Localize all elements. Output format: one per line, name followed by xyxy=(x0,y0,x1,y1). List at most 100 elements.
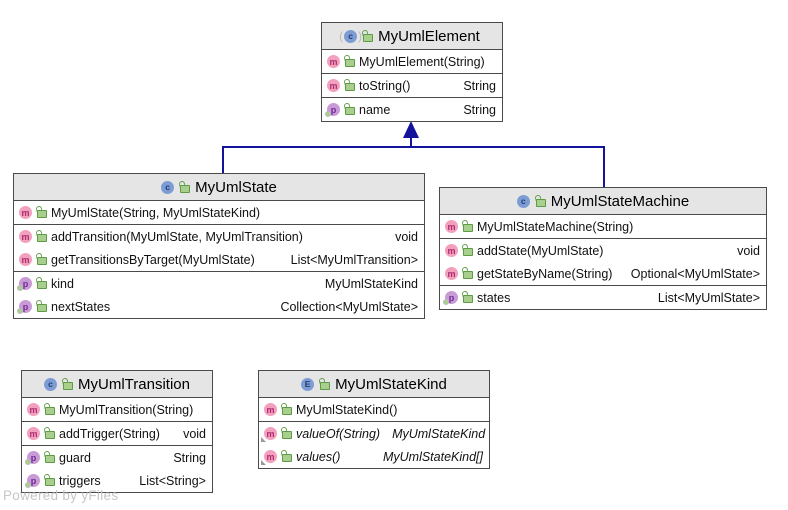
methods-compartment: m addState(MyUmlState) void m getStateBy… xyxy=(440,239,766,286)
inheritance-edge-horizontal[interactable] xyxy=(222,146,604,148)
public-lock-icon xyxy=(462,291,473,304)
member-row[interactable]: m MyUmlElement(String) xyxy=(322,50,502,73)
member-label: valueOf(String) xyxy=(296,426,381,441)
class-header[interactable]: E MyUmlStateKind xyxy=(259,371,489,398)
public-lock-icon xyxy=(319,378,331,391)
class-box-myumlstatekind[interactable]: E MyUmlStateKind m MyUmlStateKind() m va… xyxy=(258,370,490,469)
public-lock-icon xyxy=(44,403,55,416)
member-label: states xyxy=(477,290,511,305)
method-icon: m xyxy=(327,79,340,92)
member-type: Optional<MyUmlState> xyxy=(630,266,760,281)
static-method-icon: m xyxy=(261,450,277,465)
member-label: guard xyxy=(59,450,91,465)
public-lock-icon xyxy=(362,30,374,43)
class-title: MyUmlState xyxy=(195,178,277,196)
member-label: MyUmlStateMachine(String) xyxy=(477,219,634,234)
properties-compartment: p states List<MyUmlState> xyxy=(440,286,766,309)
member-label: addTransition(MyUmlState, MyUmlTransitio… xyxy=(51,229,303,244)
constructor-compartment: m MyUmlStateKind() xyxy=(259,398,489,422)
property-icon: p xyxy=(17,300,32,314)
member-row[interactable]: m addState(MyUmlState) void xyxy=(440,239,766,262)
member-row[interactable]: p name String xyxy=(322,98,502,121)
class-header[interactable]: c MyUmlTransition xyxy=(22,371,212,398)
member-row[interactable]: m addTrigger(String) void xyxy=(22,422,212,445)
member-row[interactable]: m getStateByName(String) Optional<MyUmlS… xyxy=(440,262,766,285)
member-label: MyUmlElement(String) xyxy=(359,54,485,69)
class-box-myumlelement[interactable]: c MyUmlElement m MyUmlElement(String) m … xyxy=(321,22,503,122)
class-header[interactable]: c MyUmlState xyxy=(14,174,424,201)
public-lock-icon xyxy=(62,378,74,391)
public-lock-icon xyxy=(44,427,55,440)
public-lock-icon xyxy=(462,244,473,257)
member-type: MyUmlStateKind xyxy=(392,426,486,441)
class-header[interactable]: c MyUmlElement xyxy=(322,23,502,50)
member-row[interactable]: m MyUmlState(String, MyUmlStateKind) xyxy=(14,201,424,224)
properties-compartment: p kind MyUmlStateKind p nextStates Colle… xyxy=(14,272,424,318)
member-label: getTransitionsByTarget(MyUmlState) xyxy=(51,252,255,267)
member-type: Collection<MyUmlState> xyxy=(280,299,418,314)
member-row[interactable]: p states List<MyUmlState> xyxy=(440,286,766,309)
class-box-myumlstate[interactable]: c MyUmlState m MyUmlState(String, MyUmlS… xyxy=(13,173,425,319)
powered-by-yfiles-link[interactable]: Powered by yFiles xyxy=(3,488,119,503)
public-lock-icon xyxy=(281,427,292,440)
member-row[interactable]: m MyUmlStateMachine(String) xyxy=(440,215,766,238)
member-type: List<String> xyxy=(139,473,206,488)
member-type: List<MyUmlTransition> xyxy=(290,252,418,267)
methods-compartment: m addTransition(MyUmlState, MyUmlTransit… xyxy=(14,225,424,272)
member-type: String xyxy=(173,450,206,465)
inheritance-edge-stem[interactable] xyxy=(410,138,412,147)
public-lock-icon xyxy=(535,195,546,208)
member-label: values() xyxy=(296,449,341,464)
public-lock-icon xyxy=(344,55,355,68)
methods-compartment: m toString() String xyxy=(322,74,502,98)
class-header[interactable]: c MyUmlStateMachine xyxy=(440,188,766,215)
public-lock-icon xyxy=(344,103,355,116)
member-row[interactable]: p guard String xyxy=(22,446,212,469)
member-label: MyUmlTransition(String) xyxy=(59,402,194,417)
static-method-icon: m xyxy=(261,427,277,442)
member-label: addState(MyUmlState) xyxy=(477,243,604,258)
member-row[interactable]: p nextStates Collection<MyUmlState> xyxy=(14,295,424,318)
constructor-compartment: m MyUmlTransition(String) xyxy=(22,398,212,422)
method-icon: m xyxy=(445,244,458,257)
member-type: MyUmlStateKind[] xyxy=(382,449,483,464)
class-icon: c xyxy=(44,377,58,391)
member-row[interactable]: p kind MyUmlStateKind xyxy=(14,272,424,295)
member-row[interactable]: m MyUmlTransition(String) xyxy=(22,398,212,421)
method-icon: m xyxy=(27,403,40,416)
public-lock-icon xyxy=(36,206,47,219)
inheritance-edge-state-vertical[interactable] xyxy=(222,146,224,173)
methods-compartment: m addTrigger(String) void xyxy=(22,422,212,446)
member-row[interactable]: m toString() String xyxy=(322,74,502,97)
method-icon: m xyxy=(327,55,340,68)
properties-compartment: p guard String p triggers List<String> xyxy=(22,446,212,492)
member-type: List<MyUmlState> xyxy=(657,290,760,305)
public-lock-icon xyxy=(44,451,55,464)
member-row[interactable]: m getTransitionsByTarget(MyUmlState) Lis… xyxy=(14,248,424,271)
constructor-compartment: m MyUmlStateMachine(String) xyxy=(440,215,766,239)
member-type: void xyxy=(737,243,760,258)
public-lock-icon xyxy=(36,300,47,313)
class-title: MyUmlStateKind xyxy=(335,375,447,393)
class-icon: c xyxy=(516,194,530,208)
inheritance-arrowhead-icon[interactable] xyxy=(403,121,419,138)
public-lock-icon xyxy=(36,253,47,266)
member-label: name xyxy=(359,102,391,117)
member-row[interactable]: m values() MyUmlStateKind[] xyxy=(259,445,489,468)
member-row[interactable]: m addTransition(MyUmlState, MyUmlTransit… xyxy=(14,225,424,248)
class-title: MyUmlTransition xyxy=(78,375,190,393)
class-box-myumltransition[interactable]: c MyUmlTransition m MyUmlTransition(Stri… xyxy=(21,370,213,493)
member-label: nextStates xyxy=(51,299,111,314)
member-row[interactable]: m MyUmlStateKind() xyxy=(259,398,489,421)
enum-icon: E xyxy=(301,377,315,391)
member-row[interactable]: p triggers List<String> xyxy=(22,469,212,492)
member-row[interactable]: m valueOf(String) MyUmlStateKind xyxy=(259,422,489,445)
constructor-compartment: m MyUmlElement(String) xyxy=(322,50,502,74)
method-icon: m xyxy=(19,206,32,219)
property-icon: p xyxy=(443,291,458,305)
inheritance-edge-machine-vertical[interactable] xyxy=(603,146,605,187)
class-box-myumlstatemachine[interactable]: c MyUmlStateMachine m MyUmlStateMachine(… xyxy=(439,187,767,310)
method-icon: m xyxy=(445,267,458,280)
constructor-compartment: m MyUmlState(String, MyUmlStateKind) xyxy=(14,201,424,225)
